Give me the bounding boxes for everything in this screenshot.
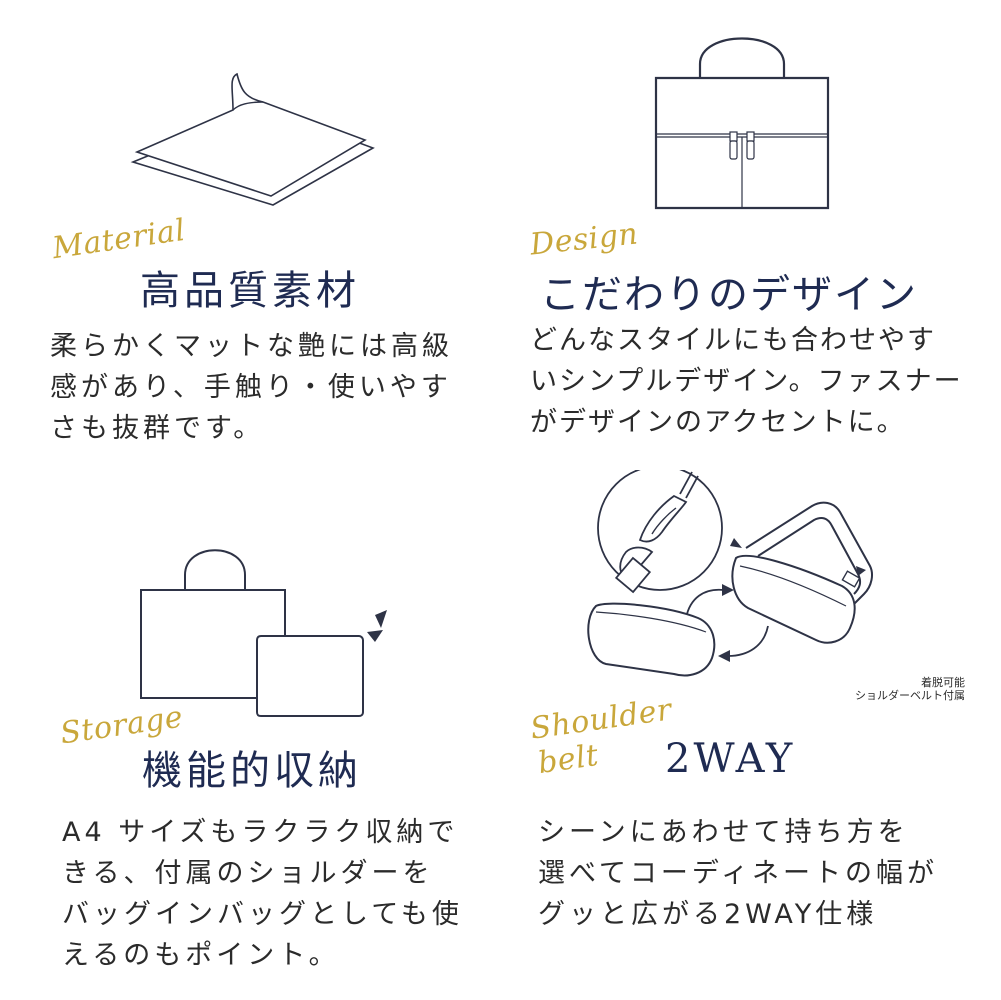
section-title: 高品質素材 xyxy=(140,268,360,314)
section-label-script-line1: Shoulder xyxy=(528,692,674,747)
section-title: 機能的収納 xyxy=(142,748,362,794)
section-body: シーンにあわせて持ち方を 選べてコーディネートの幅が グッと広がる2WAY仕様 xyxy=(538,817,939,930)
detachable-belt-note: 着脱可能 ショルダーベルト付属 xyxy=(855,676,965,702)
leather-sheet-icon xyxy=(130,72,375,206)
section-body: 柔らかくマットな艶には高級 感があり、手触り・使いやす さも抜群です。 xyxy=(50,331,453,444)
shoulder-belt-pouch-icon xyxy=(587,470,873,677)
section-label-script-line2: belt xyxy=(535,737,601,782)
section-label-script: Design xyxy=(528,216,640,263)
section-title: 2WAY xyxy=(665,736,796,782)
section-title: こだわりのデザイン xyxy=(540,272,918,318)
section-body: A4 サイズもラクラク収納で きる、付属のショルダーを バッグインバッグとしても… xyxy=(62,817,463,971)
bag-in-bag-icon xyxy=(140,549,387,717)
section-body: どんなスタイルにも合わせやす いシンプルデザイン。ファスナー がデザインのアクセ… xyxy=(530,325,963,438)
zipper-bag-icon xyxy=(654,37,830,210)
